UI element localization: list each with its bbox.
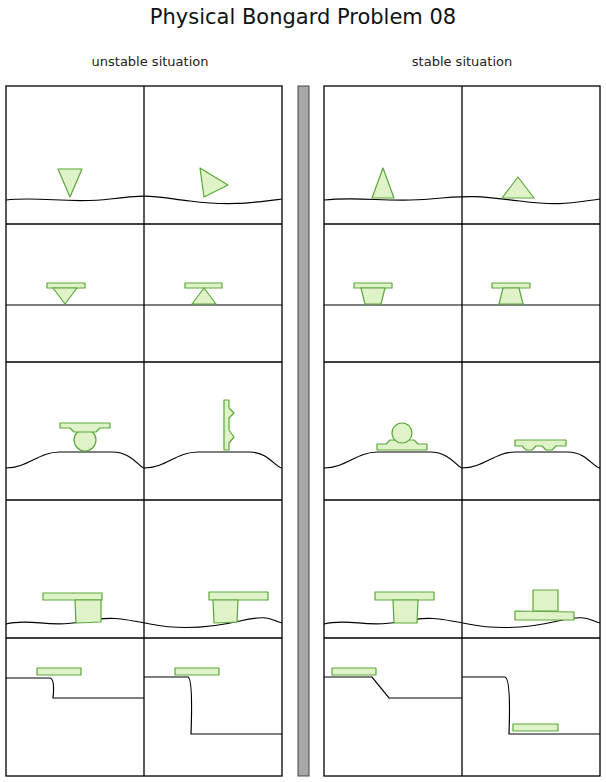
page-title: Physical Bongard Problem 08: [150, 5, 456, 29]
side-heading: unstable situation: [92, 54, 209, 69]
side-heading: stable situation: [412, 54, 512, 69]
